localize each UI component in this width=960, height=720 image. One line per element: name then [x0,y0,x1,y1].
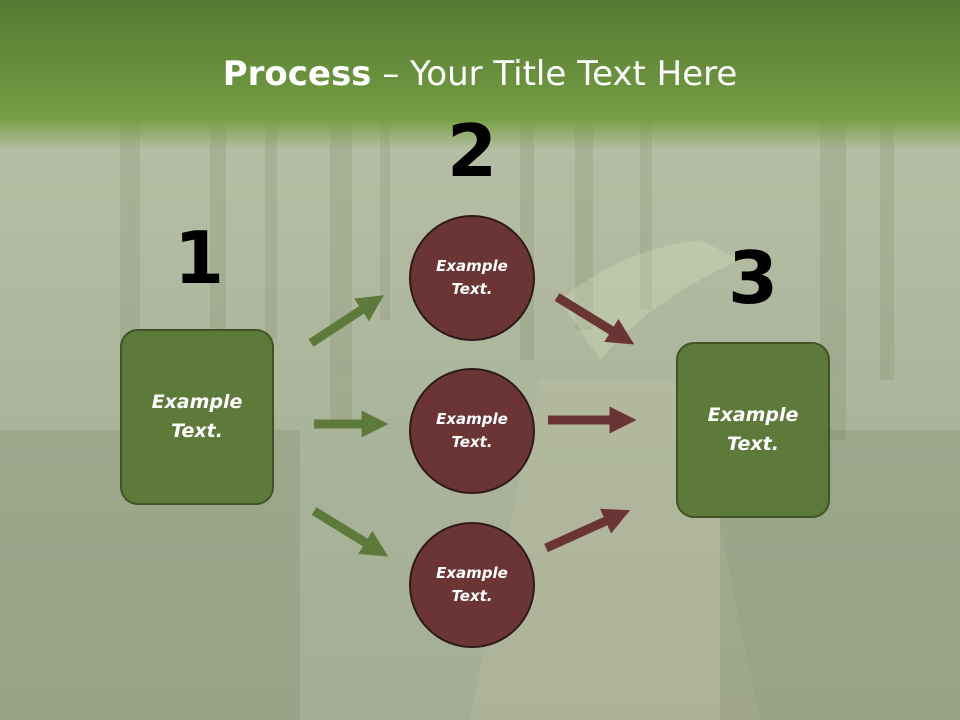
top-circle: Example Text. [409,215,535,341]
title-banner [0,0,960,150]
arrow-left-to-top [308,295,385,347]
title-rest-text: – Your Title Text Here [371,54,738,94]
step-number-1: 1 [173,216,225,300]
arrow-top-to-right [554,293,635,345]
left-process-box: Example Text. [120,329,274,505]
bottom-circle-label: Example Text. [436,564,508,605]
step-number-3: 3 [727,236,779,320]
middle-circle: Example Text. [409,368,535,494]
top-circle-label: Example Text. [436,257,508,298]
slide-title: Process – Your Title Text Here [0,52,960,96]
right-box-label: Example Text. [707,404,799,455]
step-number-2: 2 [446,109,498,193]
title-bold-text: Process [222,54,372,94]
middle-circle-label: Example Text. [436,410,508,451]
right-process-box: Example Text. [676,342,830,518]
bottom-circle: Example Text. [409,522,535,648]
arrow-left-to-bottom [311,507,389,557]
arrow-bottom-to-right [544,508,631,553]
left-box-label: Example Text. [151,391,243,442]
